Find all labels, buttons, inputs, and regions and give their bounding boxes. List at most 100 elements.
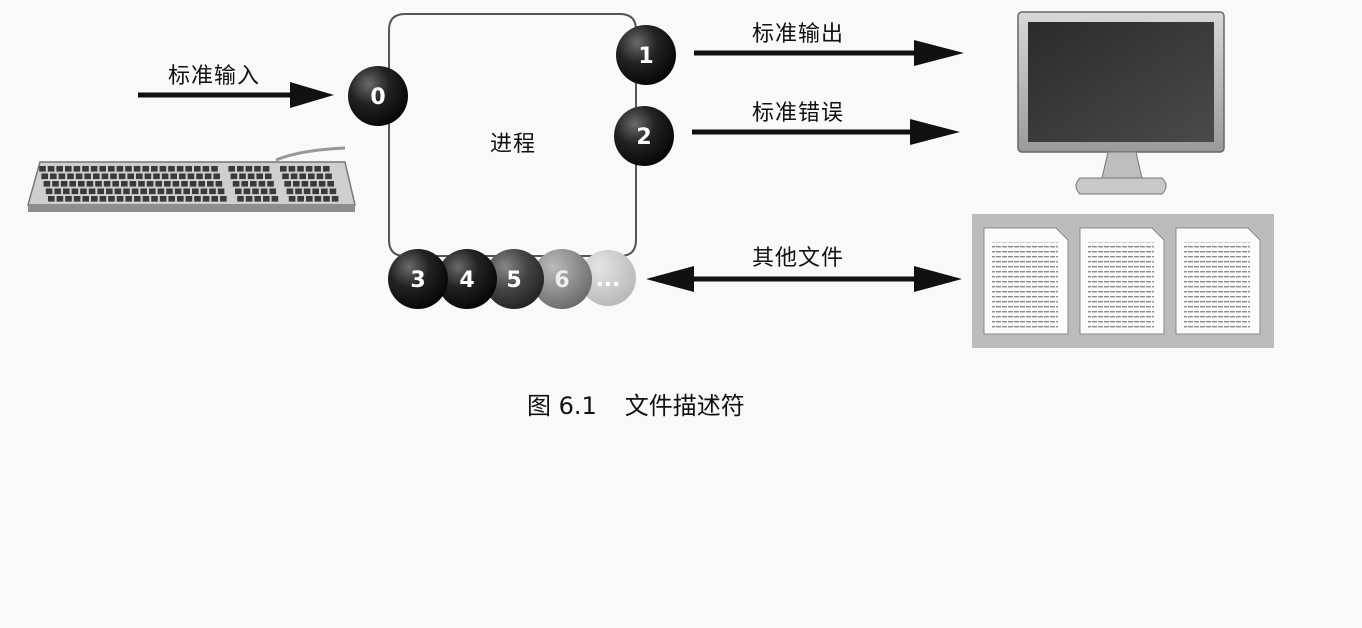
fd-1-circle: 1 — [616, 25, 676, 85]
keyboard-key — [323, 166, 330, 172]
keyboard-key — [72, 189, 79, 195]
monitor-icon — [1018, 12, 1224, 194]
keyboard-key — [162, 174, 169, 180]
keyboard-key — [145, 174, 152, 180]
fd-2-number: 2 — [636, 125, 651, 150]
fd-0-circle: 0 — [348, 66, 408, 126]
keyboard-icon — [28, 148, 355, 212]
keyboard-key — [74, 196, 81, 202]
keyboard-key — [181, 181, 188, 187]
keyboard-key — [228, 166, 235, 172]
keyboard-key — [295, 189, 302, 195]
keyboard-key — [166, 189, 173, 195]
fd-0-number: 0 — [370, 85, 385, 110]
keyboard-key — [323, 196, 330, 202]
figure-title: 文件描述符 — [625, 392, 745, 420]
keyboard-key — [39, 166, 46, 172]
keyboard-key — [125, 196, 132, 202]
keyboard-key — [269, 189, 276, 195]
keyboard-key — [142, 166, 149, 172]
keyboard-key — [117, 196, 124, 202]
keyboard-key — [56, 166, 63, 172]
fd-3-number: 3 — [410, 268, 425, 293]
keyboard-key — [254, 166, 261, 172]
keyboard-key — [211, 196, 218, 202]
keyboard-key — [188, 174, 195, 180]
keyboard-key — [299, 174, 306, 180]
keyboard-key — [140, 189, 147, 195]
keyboard-key — [291, 174, 298, 180]
keyboard-key — [267, 181, 274, 187]
keyboard-key — [102, 174, 109, 180]
keyboard-key — [261, 189, 268, 195]
keyboard-key — [151, 196, 158, 202]
keyboard-key — [302, 181, 309, 187]
keyboard-key — [89, 189, 96, 195]
keyboard-key — [289, 196, 296, 202]
fd-1-number: 1 — [638, 44, 653, 69]
keyboard-key — [287, 189, 294, 195]
keyboard-key — [198, 181, 205, 187]
keyboard-key — [130, 181, 137, 187]
keyboard-key — [115, 189, 122, 195]
keyboard-key — [263, 166, 270, 172]
other-files-label: 其他文件 — [752, 240, 844, 272]
keyboard-key — [151, 166, 158, 172]
keyboard-key — [211, 166, 218, 172]
keyboard-key — [67, 174, 74, 180]
keyboard-key — [304, 189, 311, 195]
keyboard-key — [250, 181, 257, 187]
keyboard-key — [74, 166, 81, 172]
keyboard-key — [48, 166, 55, 172]
keyboard-key — [241, 181, 248, 187]
keyboard-key — [48, 196, 55, 202]
keyboard-key — [121, 181, 128, 187]
fd-6-number: 6 — [554, 268, 569, 293]
keyboard-key — [306, 166, 313, 172]
keyboard-key — [91, 166, 98, 172]
keyboard-key — [203, 166, 210, 172]
keyboard-key — [265, 174, 272, 180]
keyboard-key — [314, 166, 321, 172]
keyboard-key — [110, 174, 117, 180]
keyboard-key — [233, 181, 240, 187]
documents-icon — [972, 214, 1274, 348]
keyboard-key — [272, 196, 279, 202]
keyboard-key — [179, 174, 186, 180]
keyboard-key — [132, 189, 139, 195]
keyboard-key — [244, 189, 251, 195]
keyboard-key — [205, 174, 212, 180]
fd-4-number: 4 — [459, 268, 474, 293]
keyboard-key — [170, 174, 177, 180]
keyboard-key — [175, 189, 182, 195]
keyboard-key — [308, 174, 315, 180]
keyboard-key — [76, 174, 83, 180]
keyboard-key — [213, 174, 220, 180]
keyboard-key — [41, 174, 48, 180]
fd-3-circle: 3 — [388, 249, 448, 309]
keyboard-key — [284, 181, 291, 187]
keyboard-key — [259, 181, 266, 187]
keyboard-key — [82, 166, 89, 172]
keyboard-key — [327, 181, 334, 187]
keyboard-key — [164, 181, 171, 187]
keyboard-key — [177, 196, 184, 202]
keyboard-key — [194, 166, 201, 172]
keyboard-key — [50, 174, 57, 180]
keyboard-key — [297, 196, 304, 202]
fd-ellipsis-number: ... — [595, 267, 620, 292]
keyboard-key — [95, 181, 102, 187]
keyboard-key — [190, 181, 197, 187]
keyboard-key — [87, 181, 94, 187]
keyboard-key — [158, 189, 165, 195]
keyboard-key — [209, 189, 216, 195]
keyboard-key — [44, 181, 51, 187]
keyboard-key — [207, 181, 214, 187]
keyboard-key — [321, 189, 328, 195]
keyboard-key — [246, 166, 253, 172]
keyboard-key — [177, 166, 184, 172]
keyboard-key — [196, 174, 203, 180]
keyboard-key — [143, 196, 150, 202]
